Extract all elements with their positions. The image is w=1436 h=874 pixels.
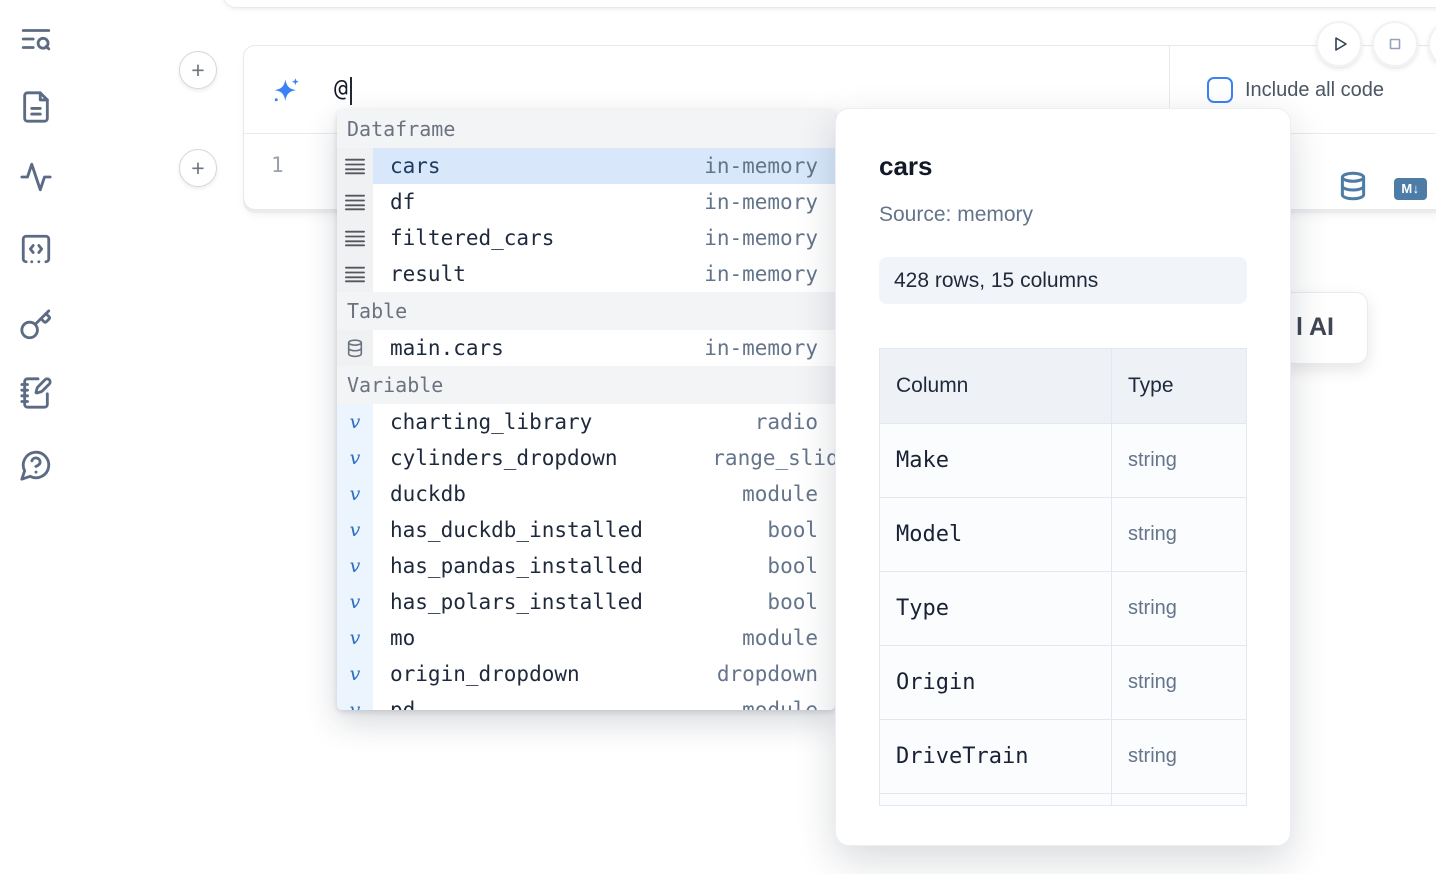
schema-header-column: Column [880,349,1112,423]
play-icon [1335,37,1347,51]
schema-row-model: Model string [880,497,1246,571]
text-cursor [350,77,352,105]
activity-icon [20,162,52,192]
sidebar-item-scratchpad[interactable] [19,232,53,266]
preview-title: cars [879,151,933,181]
previous-cell-edge [222,0,1436,8]
sidebar-item-secrets[interactable] [19,308,53,342]
include-all-code-label[interactable]: Include all code [1245,79,1384,101]
sidebar-item-documentation[interactable] [19,376,53,410]
schema-row-type: Type string [880,571,1246,645]
database-icon [1340,171,1366,201]
sidebar-item-help[interactable] [19,448,53,482]
partial-ai-card[interactable]: l AI [1282,292,1368,364]
add-cell-below-button[interactable]: + [179,149,217,187]
notebook-pen-icon [20,377,52,409]
schema-row-make: Make string [880,423,1246,497]
ai-sparkle-icon [274,78,299,102]
variable-icon: v [337,620,373,656]
variable-icon: v [337,440,373,476]
partial-ai-card-label: l AI [1296,313,1334,341]
preview-schema-table: Column Type Make string Model string Typ… [879,348,1247,806]
include-all-code-checkbox[interactable] [1207,77,1233,103]
sidebar-item-tracing[interactable] [19,160,53,194]
dataframe-rows-icon [337,184,373,220]
markdown-convert-button[interactable]: M↓ [1394,178,1427,200]
key-icon [20,309,51,340]
ai-prompt-value: @ [334,76,348,102]
variable-icon: v [337,692,373,710]
dataframe-preview-panel: cars Source: memory 428 rows, 15 columns… [835,108,1291,846]
preview-source: Source: memory [879,203,1034,226]
prompt-divider [1169,46,1170,134]
variable-icon: v [337,512,373,548]
sidebar-item-table-of-contents[interactable] [19,22,53,56]
variable-icon: v [337,476,373,512]
schema-row-partial [880,793,1246,805]
popup-section-header-table: Table [337,292,835,330]
schema-row-drivetrain: DriveTrain string [880,719,1246,793]
file-document-icon [23,91,49,123]
run-cell-button[interactable] [1317,22,1361,66]
add-cell-above-button[interactable]: + [179,51,217,89]
database-action-button[interactable] [1338,170,1368,202]
variable-icon: v [337,584,373,620]
popup-section-header-dataframe: Dataframe [337,110,835,148]
list-search-icon [21,29,51,51]
dataframe-rows-icon [337,256,373,292]
code-cell-icon [21,234,51,264]
schema-header-type: Type [1128,374,1174,397]
table-database-icon [337,330,373,366]
sidebar-item-files[interactable] [19,90,53,124]
preview-shape-badge: 428 rows, 15 columns [879,257,1247,304]
dataframe-rows-icon [337,148,373,184]
variable-icon: v [337,548,373,584]
schema-row-origin: Origin string [880,645,1246,719]
help-chat-icon [20,450,51,481]
dataframe-rows-icon [337,220,373,256]
stop-square-icon [1389,38,1401,50]
variable-icon: v [337,404,373,440]
schema-table-header: Column Type [880,349,1246,423]
variable-icon: v [337,656,373,692]
popup-section-header-variable: Variable [337,366,835,404]
stop-cell-button[interactable] [1373,22,1417,66]
line-number: 1 [271,153,284,177]
